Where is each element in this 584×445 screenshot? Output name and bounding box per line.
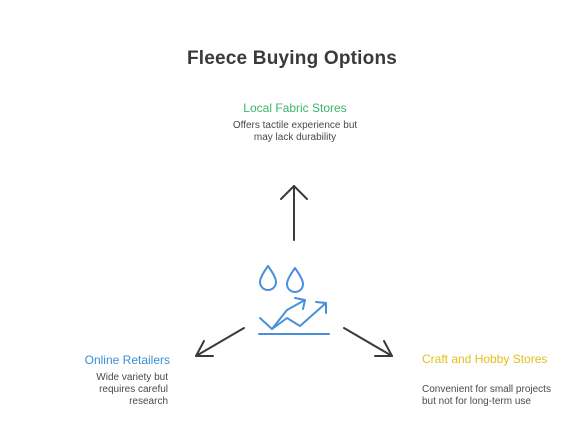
node-title-craft-and-hobby-stores: Craft and Hobby Stores	[422, 352, 548, 366]
arrow-up	[280, 185, 308, 241]
arrow-down-left	[195, 327, 245, 357]
node-desc-online-retailers: Wide variety but requires careful resear…	[96, 372, 168, 407]
node-title-online-retailers: Online Retailers	[84, 353, 170, 367]
node-title-local-fabric-stores: Local Fabric Stores	[243, 101, 347, 115]
node-desc-local-fabric-stores: Offers tactile experience but may lack d…	[232, 120, 358, 143]
water-drops-with-trend-arrows-icon	[258, 265, 330, 335]
node-desc-craft-and-hobby-stores: Convenient for small projects but not fo…	[422, 384, 551, 407]
diagram-title: Fleece Buying Options	[186, 48, 398, 69]
arrow-down-right	[343, 327, 393, 357]
